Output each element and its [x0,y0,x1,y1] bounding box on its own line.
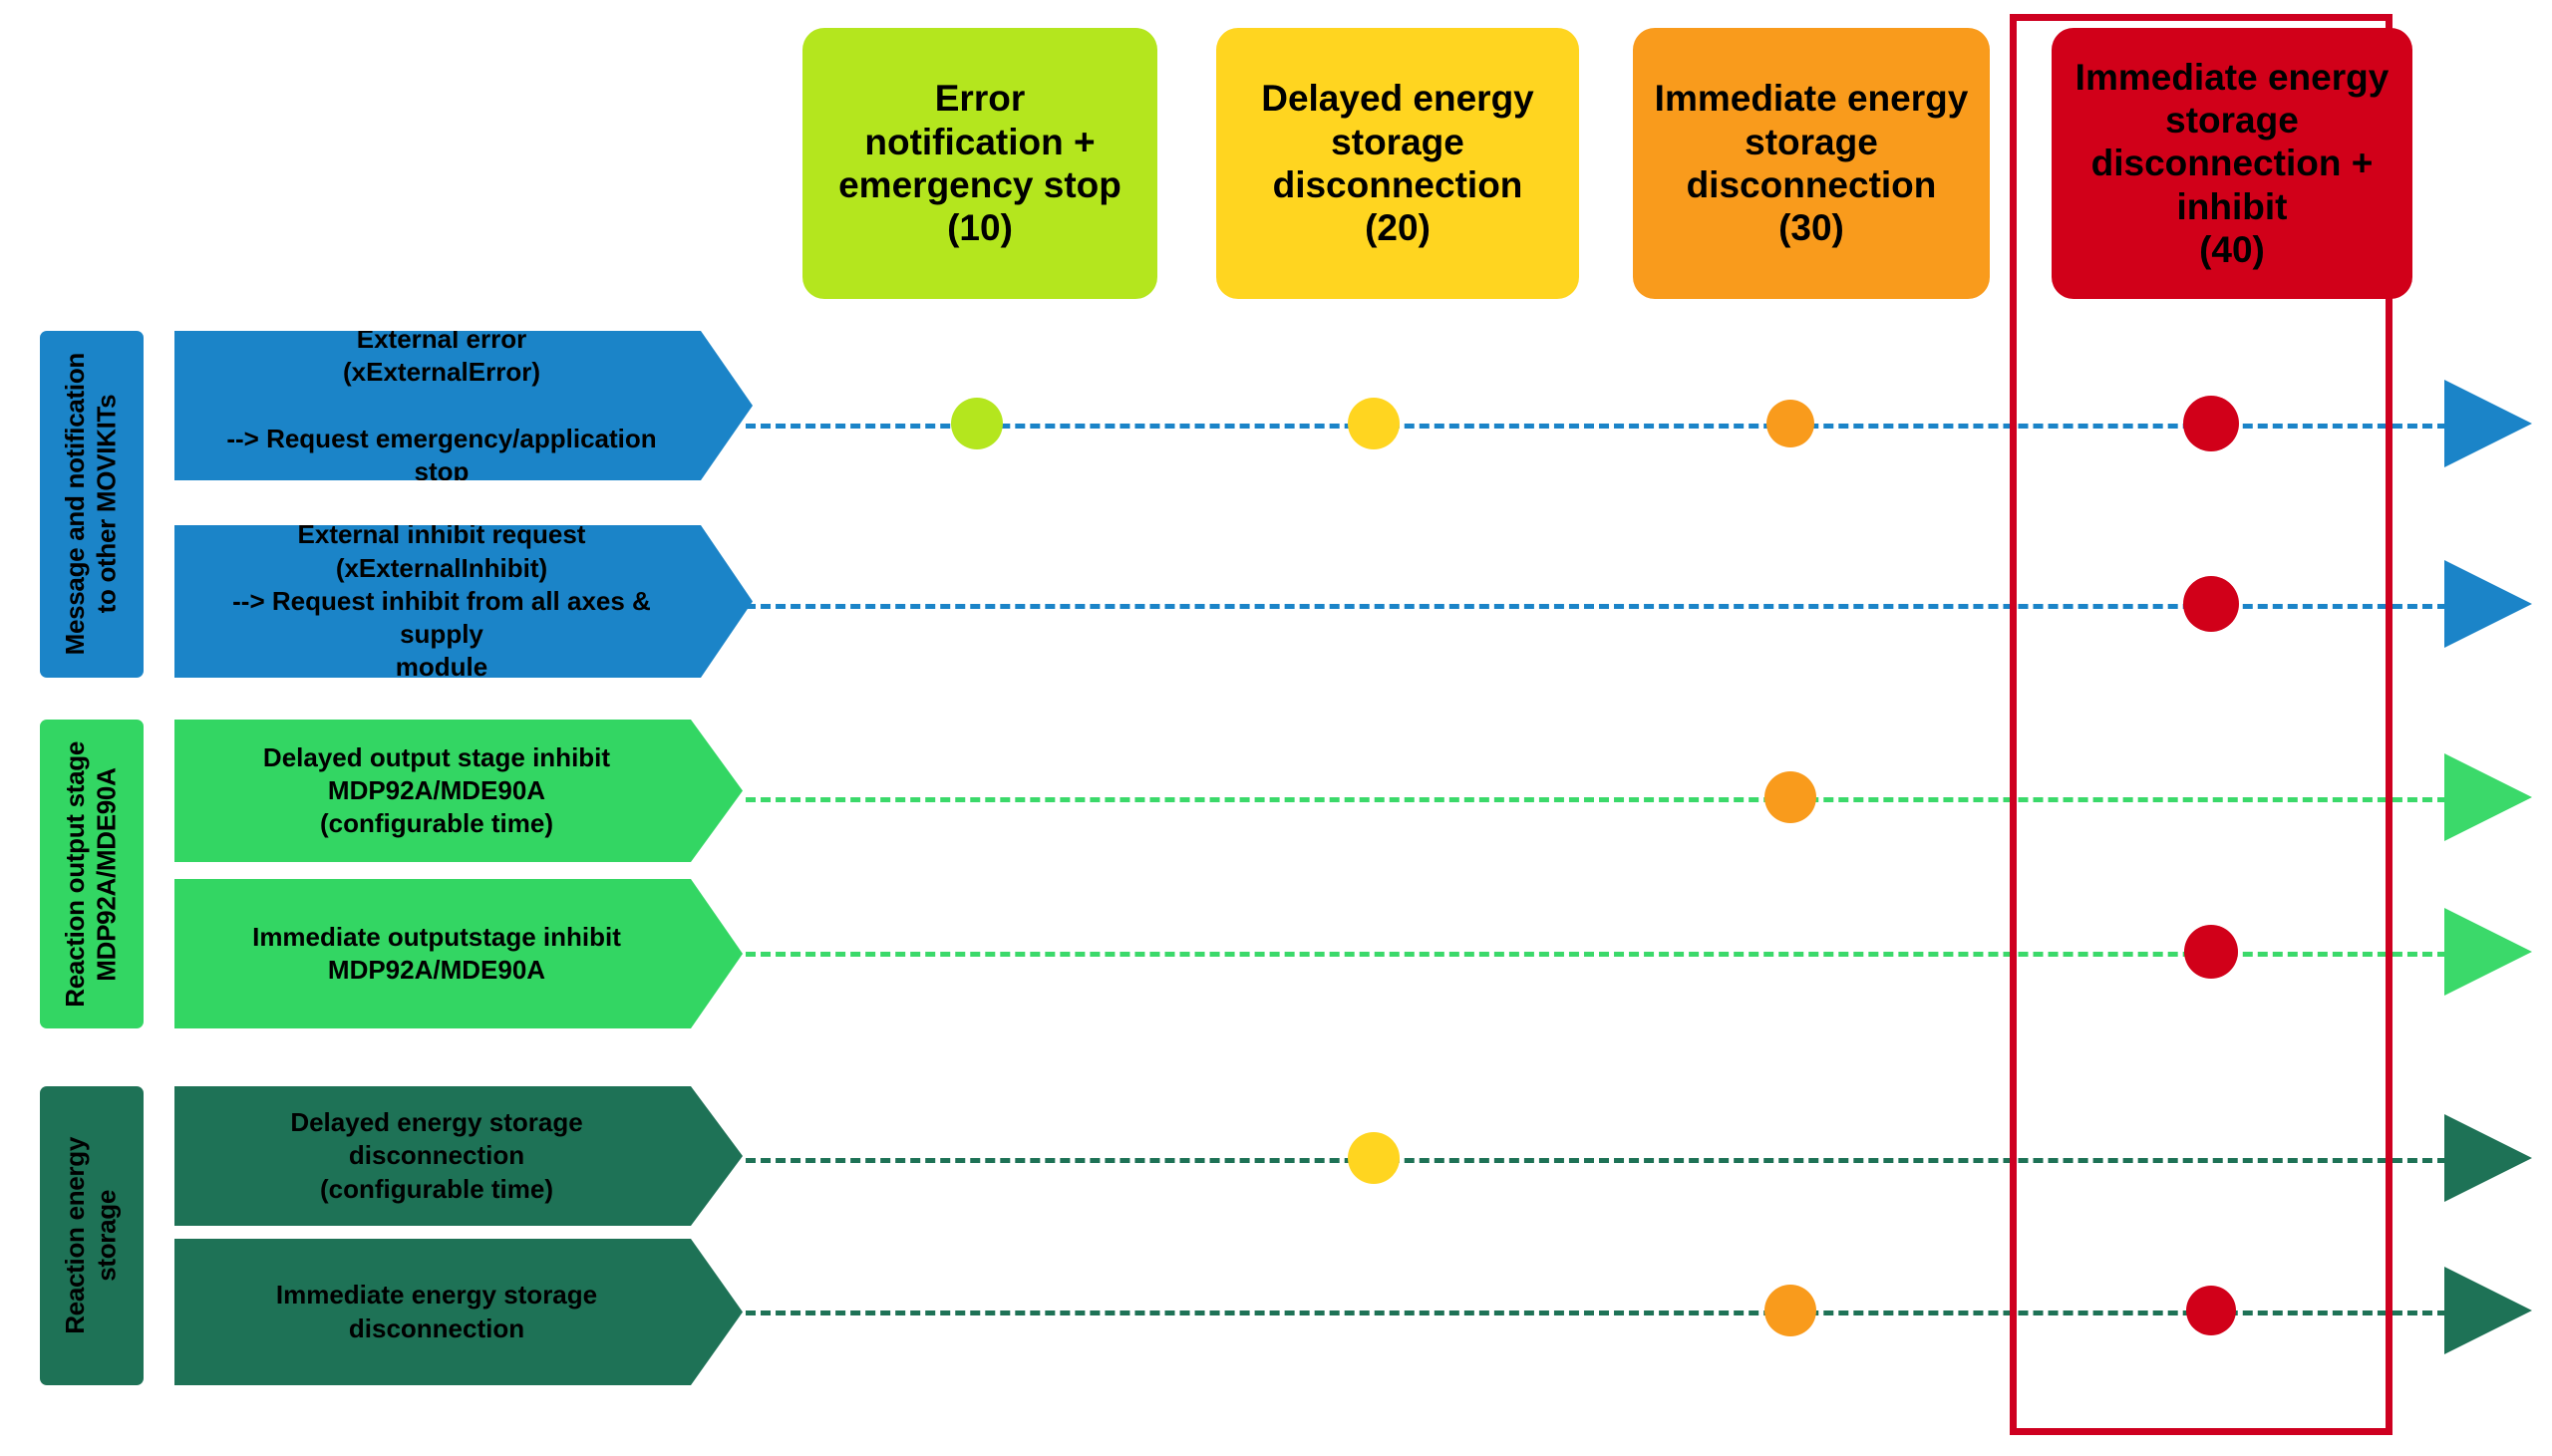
marker-dot-r-external-error-c10[interactable] [951,398,1003,449]
reaction-box-label: Delayed output stage inhibit MDP92A/MDE9… [262,741,611,839]
flow-arrowhead-r-delayed-energy-storage-disconnection [2444,1114,2532,1202]
flow-arrowhead-r-immediate-output-stage-inhibit [2444,908,2532,996]
group-label-text: Reaction energy storage [60,1137,122,1334]
reaction-box-r-external-inhibit[interactable]: External inhibit request (xExternalInhib… [174,525,753,678]
marker-dot-r-external-inhibit-c40[interactable] [2183,576,2239,632]
reaction-box-r-delayed-energy-storage-disconnection[interactable]: Delayed energy storage disconnection (co… [174,1086,743,1226]
reaction-box-r-external-error[interactable]: External error (xExternalError) --> Requ… [174,331,753,480]
connector-line-r-external-inhibit [746,604,2447,609]
marker-dot-r-delayed-output-stage-inhibit-c30[interactable] [1764,771,1816,823]
group-label-g-energy-storage: Reaction energy storage [40,1086,144,1385]
reaction-box-label: External error (xExternalError) --> Requ… [226,323,657,486]
flow-arrowhead-r-external-inhibit [2444,560,2532,648]
connector-line-r-immediate-output-stage-inhibit [746,952,2447,957]
group-label-g-output-stage: Reaction output stage MDP92A/MDE90A [40,720,144,1028]
condition-box-c10[interactable]: Error notification + emergency stop (10) [802,28,1157,299]
reaction-box-label: Immediate outputstage inhibit MDP92A/MDE… [252,921,621,985]
group-label-g-message: Message and notification to other MOVIKI… [40,331,144,678]
marker-dot-r-immediate-energy-storage-disconnection-c30[interactable] [1764,1285,1816,1336]
reaction-box-label: Immediate energy storage disconnection [275,1280,598,1343]
connector-line-r-delayed-output-stage-inhibit [746,797,2447,802]
marker-dot-r-immediate-output-stage-inhibit-c40[interactable] [2184,925,2238,979]
marker-dot-r-immediate-energy-storage-disconnection-c40[interactable] [2186,1286,2236,1335]
connector-line-r-delayed-energy-storage-disconnection [746,1158,2447,1163]
condition-box-c30[interactable]: Immediate energy storage disconnection (… [1633,28,1990,299]
group-label-text: Message and notification to other MOVIKI… [60,353,122,656]
condition-box-c20[interactable]: Delayed energy storage disconnection (20… [1216,28,1579,299]
reaction-box-r-immediate-energy-storage-disconnection[interactable]: Immediate energy storage disconnection [174,1239,743,1385]
flow-arrowhead-r-external-error [2444,380,2532,467]
reaction-box-r-immediate-output-stage-inhibit[interactable]: Immediate outputstage inhibit MDP92A/MDE… [174,879,743,1028]
group-label-text: Reaction output stage MDP92A/MDE90A [60,740,122,1008]
marker-dot-r-external-error-c40[interactable] [2183,396,2239,451]
marker-dot-r-delayed-energy-storage-disconnection-c20[interactable] [1348,1132,1400,1184]
connector-line-r-immediate-energy-storage-disconnection [746,1310,2447,1315]
reaction-box-r-delayed-output-stage-inhibit[interactable]: Delayed output stage inhibit MDP92A/MDE9… [174,720,743,862]
reaction-box-label: External inhibit request (xExternalInhib… [232,519,651,683]
marker-dot-r-external-error-c30[interactable] [1766,400,1814,447]
connector-line-r-external-error [746,424,2447,429]
marker-dot-r-external-error-c20[interactable] [1348,398,1400,449]
reaction-box-label: Delayed energy storage disconnection (co… [290,1107,583,1204]
condition-box-c40[interactable]: Immediate energy storage disconnection +… [2052,28,2412,299]
flow-arrowhead-r-delayed-output-stage-inhibit [2444,753,2532,841]
flow-arrowhead-r-immediate-energy-storage-disconnection [2444,1267,2532,1354]
highlight-column-frame [2010,14,2392,1435]
